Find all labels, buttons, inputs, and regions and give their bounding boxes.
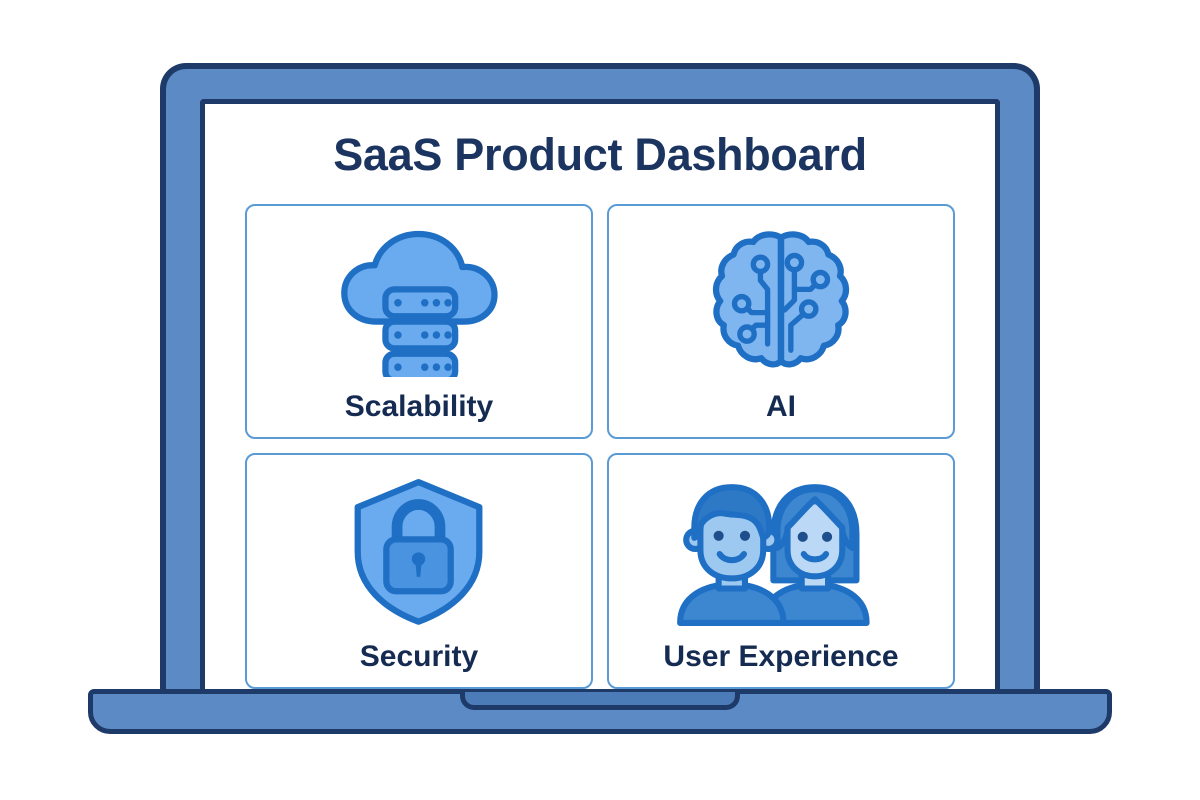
laptop-base	[88, 689, 1112, 734]
page-title: SaaS Product Dashboard	[333, 129, 867, 180]
people-icon	[617, 467, 945, 634]
feature-card-user-experience[interactable]: User Experience	[607, 453, 955, 689]
feature-card-scalability[interactable]: Scalability	[245, 203, 593, 440]
laptop-screen: SaaS Product Dashboard	[200, 99, 1000, 689]
feature-card-label: Security	[359, 640, 479, 673]
cloud-server-icon	[255, 218, 583, 385]
laptop-trackpad-notch	[460, 692, 740, 710]
shield-lock-icon	[255, 467, 583, 634]
brain-circuit-icon	[617, 218, 945, 385]
feature-card-grid: Scalability	[245, 203, 955, 689]
feature-card-security[interactable]: Security	[245, 453, 593, 689]
dashboard-screen: SaaS Product Dashboard	[205, 104, 995, 689]
laptop-lid: SaaS Product Dashboard	[160, 63, 1040, 695]
feature-card-label: Scalability	[344, 390, 494, 424]
feature-card-ai[interactable]: AI	[607, 203, 955, 440]
feature-card-label: AI	[766, 390, 796, 424]
feature-card-label: User Experience	[663, 640, 899, 673]
